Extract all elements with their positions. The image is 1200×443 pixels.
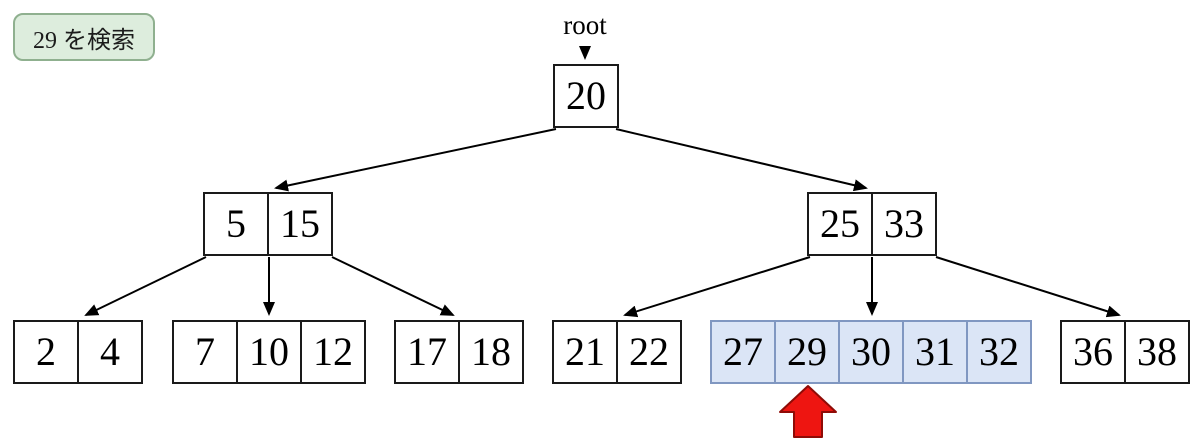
key-cell: 36	[1062, 322, 1126, 382]
key-cell: 27	[712, 322, 776, 382]
node-leaf-2: 17 18	[394, 320, 524, 384]
node-leaf-3: 21 22	[552, 320, 682, 384]
key-cell: 21	[554, 322, 618, 382]
key-cell: 38	[1137, 329, 1177, 374]
edge-right-child0	[623, 256, 811, 318]
key-cell: 15	[280, 201, 320, 246]
node-root: 20	[553, 64, 619, 128]
node-internal-right: 25 33	[807, 192, 937, 256]
key-cell: 31	[904, 322, 968, 382]
edge-right-child2	[935, 256, 1121, 318]
key-cell: 30	[840, 322, 904, 382]
key-cell: 32	[968, 322, 1030, 382]
key-cell: 17	[396, 322, 460, 382]
edge-left-child2	[331, 256, 455, 316]
node-internal-left: 5 15	[203, 192, 333, 256]
key-cell: 20	[566, 73, 606, 118]
key-cell: 5	[205, 194, 269, 254]
root-label: root	[563, 10, 607, 40]
node-leaf-1: 7 10 12	[172, 320, 366, 384]
edge-root-right	[615, 128, 868, 192]
found-pointer-icon	[779, 385, 837, 438]
search-badge-label: 29 を検索	[33, 27, 135, 54]
key-cell: 12	[313, 329, 353, 374]
key-cell-found: 29	[776, 322, 840, 382]
key-cell: 4	[100, 329, 120, 374]
node-leaf-0: 2 4	[13, 320, 143, 384]
edge-root-left	[274, 128, 557, 192]
key-cell: 22	[629, 329, 669, 374]
key-cell: 33	[884, 201, 924, 246]
key-cell: 7	[174, 322, 238, 382]
edge-left-child0	[84, 256, 207, 316]
node-leaf-5: 36 38	[1060, 320, 1190, 384]
key-cell: 10	[238, 322, 302, 382]
key-cell: 25	[809, 194, 873, 254]
search-badge: 29 を検索	[13, 13, 155, 61]
key-cell: 2	[15, 322, 79, 382]
key-cell: 18	[471, 329, 511, 374]
node-leaf-4-highlighted: 27 29 30 31 32	[710, 320, 1032, 384]
